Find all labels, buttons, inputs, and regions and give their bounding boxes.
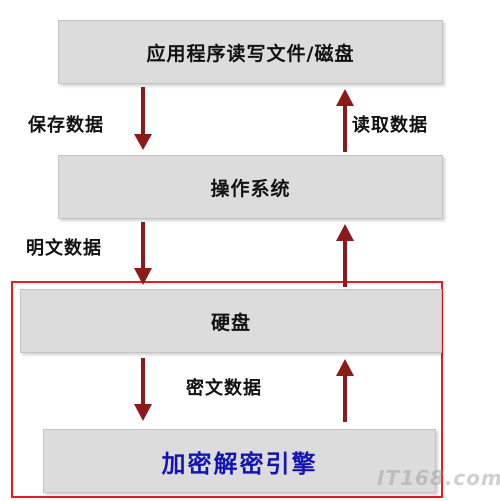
arrow-up-disk-to-os <box>336 224 354 287</box>
arrow-down-app-to-os <box>134 87 152 150</box>
plaintext-data-label: 明文数据 <box>26 238 102 259</box>
engine-box-label: 加密解密引擎 <box>161 448 318 478</box>
os-box: 操作系统 <box>58 155 443 219</box>
encryption-boundary-frame <box>11 281 443 498</box>
engine-box: 加密解密引擎 <box>43 429 436 493</box>
read-data-label: 读取数据 <box>352 115 428 136</box>
os-box-label: 操作系统 <box>210 177 291 200</box>
ciphertext-data-label: 密文数据 <box>186 378 262 399</box>
save-data-label: 保存数据 <box>28 115 104 136</box>
site-watermark: IT168.com <box>377 466 500 490</box>
arrow-down-os-to-disk <box>134 222 152 285</box>
application-box-label: 应用程序读写文件/磁盘 <box>146 42 355 65</box>
disk-box: 硬盘 <box>20 289 442 353</box>
disk-box-label: 硬盘 <box>210 311 251 334</box>
application-box: 应用程序读写文件/磁盘 <box>58 20 443 84</box>
